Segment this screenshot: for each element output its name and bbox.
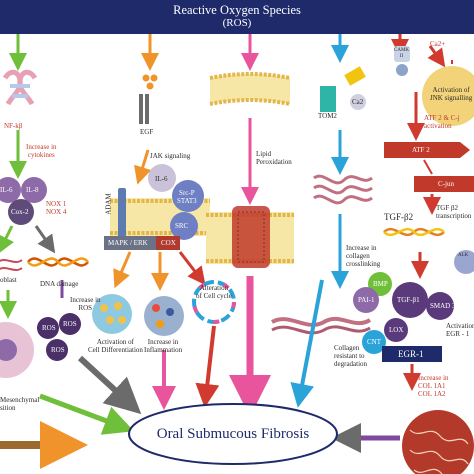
egr-box (382, 346, 442, 362)
tgf-b1-label: TGF-β1 (397, 296, 420, 304)
dna-helix-icon (27, 257, 89, 267)
ros-node-1: ROS (42, 324, 56, 332)
fibrotic-tissue-icon (402, 410, 474, 474)
ros-node-2: ROS (63, 320, 77, 328)
egr-label: EGR-1 (398, 349, 424, 359)
jak-label: JAK signaling (150, 152, 191, 160)
il6-label: IL-6 (155, 175, 168, 183)
arrow-mesenchymal-to-osf (39, 393, 135, 435)
atf-activation-label: ATF 2 & C-j activation (424, 114, 460, 130)
header-subtitle: (ROS) (222, 17, 252, 29)
collagen-fibers-icon (271, 316, 372, 335)
fibroblast-icon (0, 259, 23, 271)
tgf-b2-label: TGF-β2 (384, 212, 414, 222)
cox-label: COX (161, 239, 176, 247)
camk-node (394, 46, 410, 76)
lipid-bilayer-icon (209, 72, 291, 106)
mapk-box (104, 236, 156, 250)
ros-cluster (37, 313, 81, 361)
tom2-channel-icon (320, 66, 366, 112)
ros-increase-label: Increase in ROS (70, 296, 101, 312)
il6-cytokine-label: IL-6 (0, 186, 13, 194)
tom2-label: TOM2 (318, 112, 337, 120)
osf-ellipse (128, 403, 338, 465)
arrow-egf-to-jak (134, 149, 152, 185)
cell-cycle-icon (192, 280, 236, 324)
crosslinking-label: Increase in collagen crosslinking (346, 244, 381, 268)
il6-node (148, 164, 176, 192)
lox-node (384, 318, 408, 342)
ctgf-node (362, 330, 386, 354)
ctgf-label: CNT (367, 338, 381, 346)
arrow-mapk-to-differentiation (113, 251, 132, 289)
dna-damage-label: DNA damage (40, 280, 79, 288)
pai-label: PAI-1 (358, 296, 375, 304)
mesenchymal-label: Mesenchymal sition (0, 396, 40, 412)
smad3-label: SMAD 3 (430, 302, 456, 310)
bmp-label: BMP (373, 280, 388, 288)
src-node (170, 212, 198, 240)
egr-activation-label: Activation o EGR - 1 (446, 322, 474, 338)
arrow-cellcycle-to-osf (195, 325, 220, 408)
jnk-cluster (422, 66, 474, 126)
mapk-label: MAPK / ERK (108, 239, 148, 247)
il8-cytokine-label: IL-8 (26, 186, 39, 194)
src-p-label: Src-P STAT3 (177, 189, 197, 205)
inflammation-label: Increase in Inflammation (144, 338, 183, 354)
arrow-cox-to-cellcycle (178, 251, 206, 286)
alk-node (454, 250, 474, 274)
col-increase-label: Increase in COL 1A1 COL 1A2 (418, 374, 449, 398)
tgf-transcription-label: TGF β2 transcription (436, 204, 472, 220)
egf-ligand-icon (139, 74, 158, 124)
cjun-banner (414, 176, 474, 192)
cell-cycle-label: Alteration of Cell cycle (196, 284, 232, 300)
cjun-label: C-jun (438, 180, 454, 188)
differentiation-label: Activation of Cell Differentiation (88, 338, 143, 354)
lipid-label: Lipid Peroxidation (256, 150, 292, 166)
nox-label: NOX 1 NOX 4 (46, 200, 67, 216)
resistant-label: Collagen resistant to degradation (334, 344, 368, 368)
cox2-label: Cox-2 (11, 208, 29, 216)
src-label: SRC (175, 222, 189, 230)
ca2-label: Ca2 (352, 98, 364, 106)
cytokine-cluster (0, 177, 47, 225)
jnk-label: Activation of JNK signalling (430, 86, 473, 102)
src-p-node (172, 180, 204, 212)
inflammation-icon (144, 296, 184, 336)
collagen-fiber-icon (313, 174, 373, 205)
arrow-atf-to-cjun (423, 159, 433, 175)
fibroblast-label: oblast (0, 276, 17, 284)
nfkb-receptor-icon (2, 69, 38, 106)
differentiation-cell-icon (92, 294, 132, 334)
ros-header-bar: Reactive Oxygen Species (ROS) (0, 0, 474, 34)
atf2-label: ATF 2 (412, 146, 430, 154)
pai-node (353, 287, 379, 313)
cox-box (156, 236, 180, 250)
ros-node-3: ROS (51, 346, 65, 354)
damaged-membrane-icon (206, 206, 294, 268)
smad3-node (426, 292, 454, 320)
arrow-cytokines-to-fibroblast (0, 225, 15, 255)
arrow-ros-to-osf (77, 355, 142, 415)
atf2-banner (384, 142, 470, 158)
camk-label: CAMK II (394, 48, 410, 59)
arrow-fibers-to-osf (290, 279, 324, 408)
tgf-b2-dna-icon (383, 227, 445, 237)
cytokines-label: Increase in cytokines (26, 143, 57, 159)
osf-title: Oral Submucous Fibrosis (156, 426, 310, 442)
nfkb-label: NF-kβ (4, 122, 23, 130)
ca2-plus-label: Ca2+ (430, 40, 446, 48)
alk-label: ALK (458, 253, 469, 258)
arrow-cytokines-to-dna (34, 225, 56, 254)
tgf-b1-node (392, 282, 428, 318)
header-title: Reactive Oxygen Species (173, 3, 301, 17)
arrow-ca-to-jnk (427, 45, 446, 68)
lox-label: LOX (389, 326, 404, 334)
adam-label: ADAM (104, 193, 113, 215)
egf-label: EGF (140, 128, 154, 136)
mesenchymal-cell-icon (0, 322, 34, 378)
